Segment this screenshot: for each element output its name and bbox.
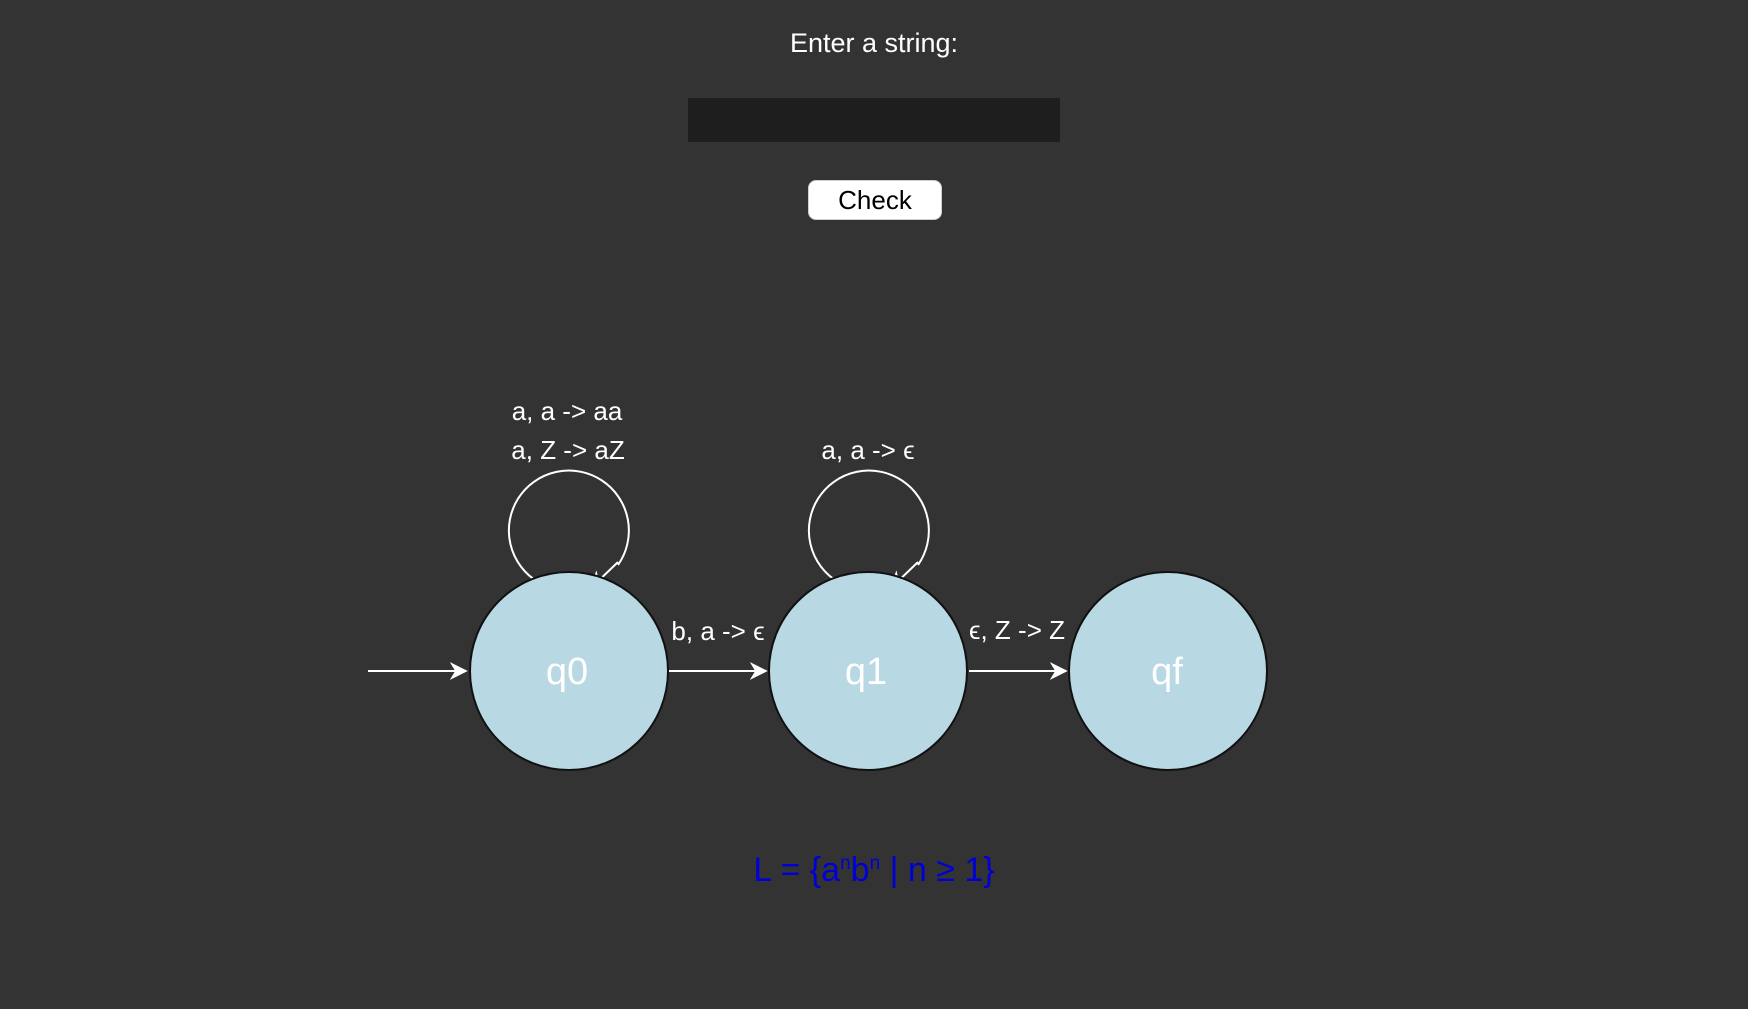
- q0-self-loop: [507, 469, 630, 583]
- q0-loop-label-line1: a, a -> aa: [512, 396, 623, 426]
- state-q0: q0: [469, 571, 669, 771]
- state-q0-label: q0: [546, 651, 588, 693]
- prompt-label: Enter a string:: [789, 28, 959, 58]
- state-q1: q1: [768, 571, 968, 771]
- state-qf-label: qf: [1151, 651, 1183, 693]
- language-prefix: L = {a: [753, 851, 841, 889]
- language-exponent-a: n: [840, 853, 851, 874]
- language-middle: b: [850, 851, 870, 889]
- state-qf: qf: [1068, 571, 1268, 771]
- q1-qf-label: ϵ, Z -> Z: [969, 615, 1065, 645]
- string-input[interactable]: [688, 98, 1060, 142]
- language-suffix: | n ≥ 1}: [880, 851, 995, 889]
- language-exponent-b: n: [869, 853, 881, 874]
- language-definition: L = {anbn | n ≥ 1}: [0, 848, 1748, 892]
- q0-q1-label: b, a -> ϵ: [671, 616, 764, 646]
- q1-self-loop: [807, 469, 930, 583]
- state-q1-label: q1: [845, 651, 887, 693]
- check-button[interactable]: Check: [808, 180, 942, 220]
- q0-loop-label-line2: a, Z -> aZ: [511, 435, 625, 465]
- q1-loop-label: a, a -> ϵ: [821, 435, 914, 465]
